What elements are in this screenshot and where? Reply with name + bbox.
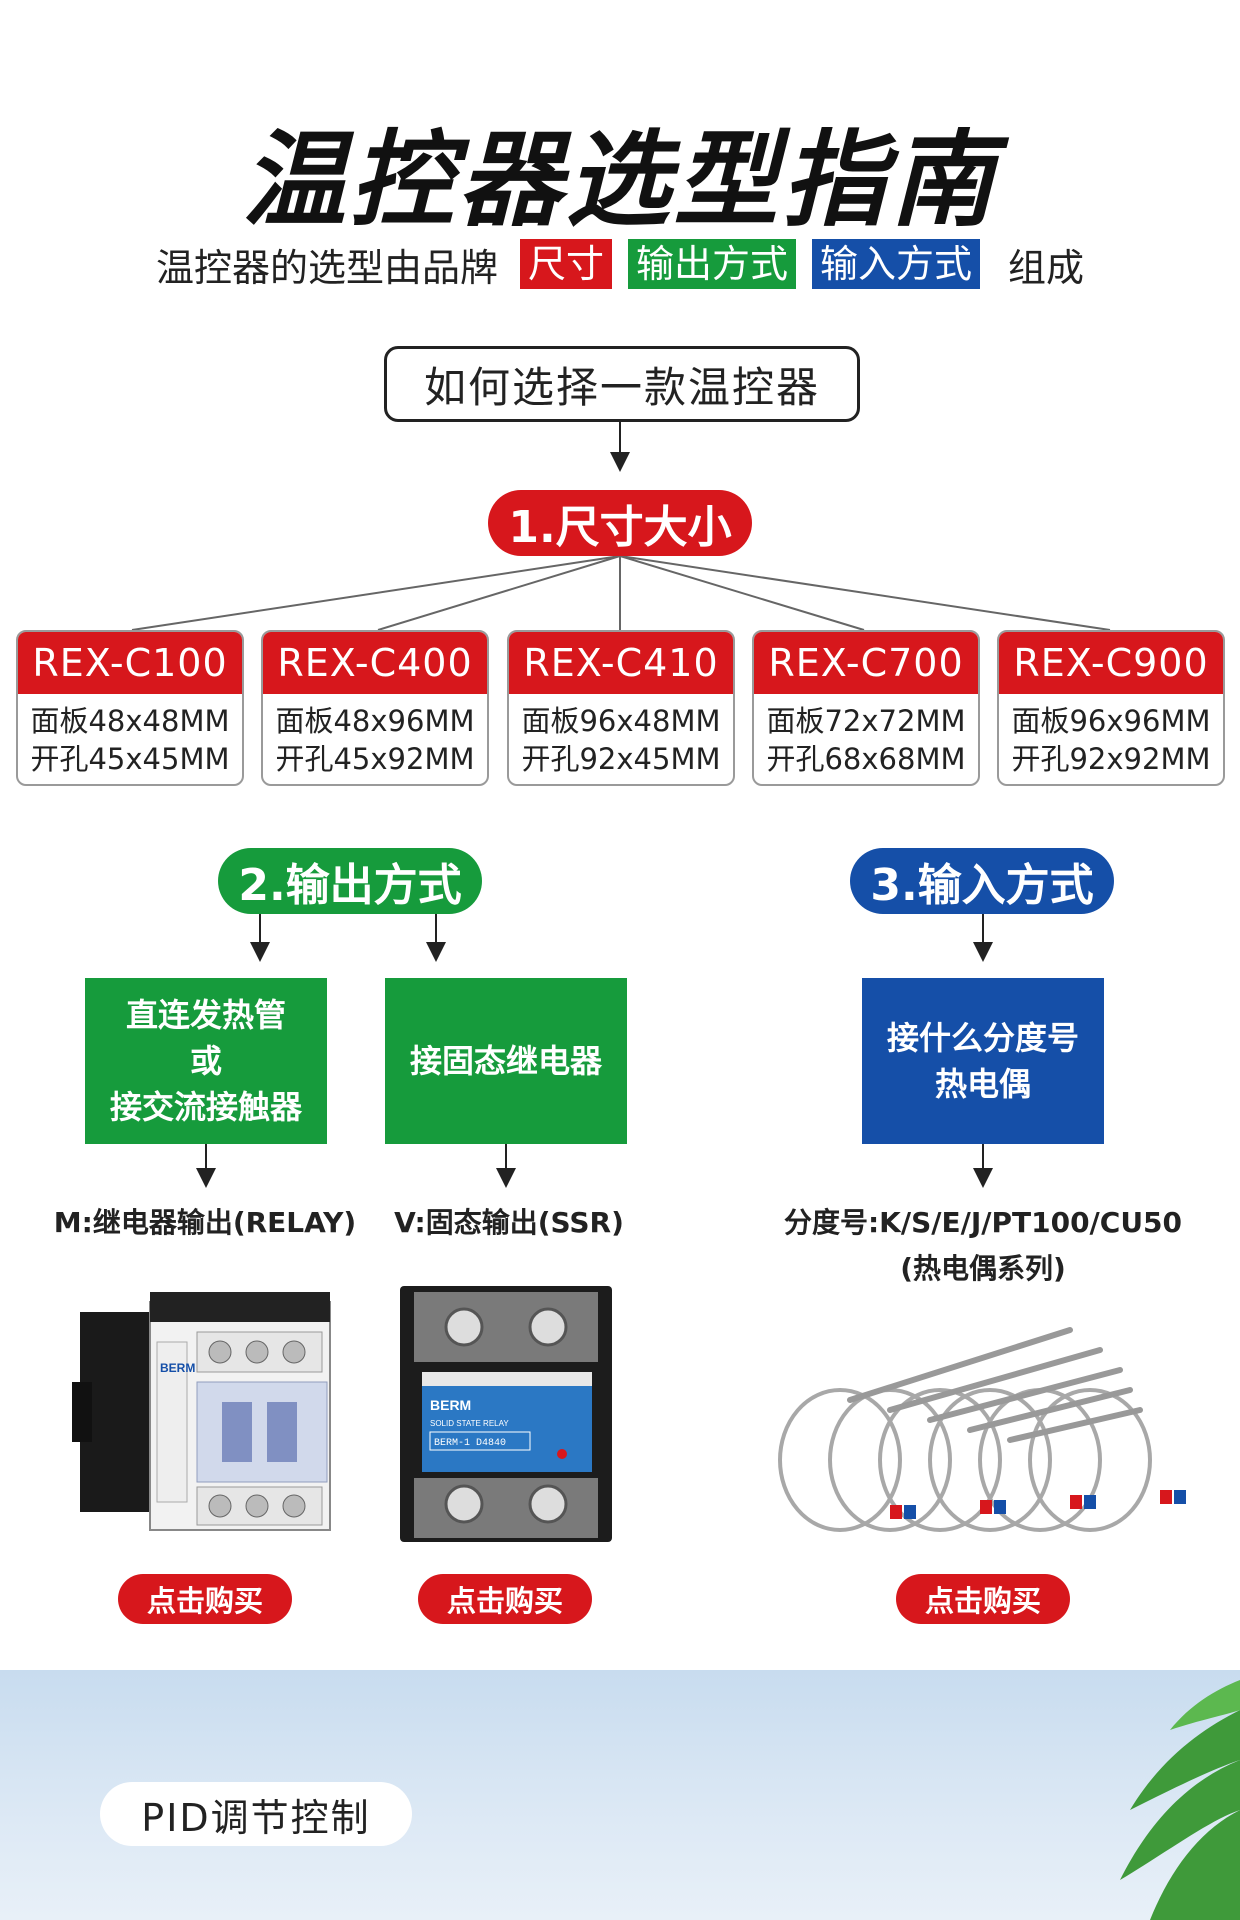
relay-output-label: M:继电器输出(RELAY) <box>53 1206 357 1239</box>
step1-size-pill: 1.尺寸大小 <box>488 490 752 556</box>
relay-box-line: 或 <box>189 1042 222 1080</box>
tag-input: 输入方式 <box>812 239 981 289</box>
relay-box-line: 接交流接触器 <box>109 1088 302 1126</box>
buy-button-relay[interactable]: 点击购买 <box>118 1574 292 1624</box>
tag-size: 尺寸 <box>519 239 612 289</box>
model-card-c410: REX-C410 面板96x48MM 开孔92x45MM <box>507 630 735 786</box>
ssr-type-text: SOLID STATE RELAY <box>430 1419 509 1428</box>
model-hole-size: 开孔68x68MM <box>766 742 966 776</box>
thermocouple-types-line1: 分度号:K/S/E/J/PT100/CU50 <box>783 1206 1183 1239</box>
model-hole-size: 开孔92x45MM <box>521 742 721 776</box>
palm-leaf-decoration <box>1120 1680 1240 1920</box>
contactor-brand: BERM <box>160 1361 195 1375</box>
model-hole-size: 开孔45x92MM <box>275 742 475 776</box>
thermocouple-box-line: 热电偶 <box>934 1065 1031 1103</box>
ssr-model-text: BERM-1 D4840 <box>434 1438 506 1449</box>
model-card-c400: REX-C400 面板48x96MM 开孔45x92MM <box>261 630 489 786</box>
how-to-choose-box: 如何选择一款温控器 <box>384 346 860 422</box>
model-card-c900: REX-C900 面板96x96MM 开孔92x92MM <box>997 630 1225 786</box>
thermocouple-types-label: 分度号:K/S/E/J/PT100/CU50 (热电偶系列) <box>770 1200 1196 1292</box>
contactor-image: BERM <box>72 1292 331 1531</box>
solid-state-relay-image: BERM SOLID STATE RELAY BERM-1 D4840 <box>400 1286 612 1542</box>
buy-button-ssr[interactable]: 点击购买 <box>418 1574 592 1624</box>
model-panel-size: 面板48x48MM <box>30 704 230 738</box>
ssr-brand: BERM <box>430 1397 471 1413</box>
step3-input-pill: 3.输入方式 <box>850 848 1114 914</box>
relay-box: 直连发热管 或 接交流接触器 <box>85 978 327 1144</box>
line-to-c100 <box>131 555 621 631</box>
relay-box-line: 直连发热管 <box>125 996 286 1034</box>
pid-control-pill: PID调节控制 <box>100 1782 412 1846</box>
tag-output: 输出方式 <box>627 239 796 289</box>
model-name: REX-C410 <box>509 632 733 694</box>
model-hole-size: 开孔45x45MM <box>30 742 230 776</box>
model-card-c700: REX-C700 面板72x72MM 开孔68x68MM <box>752 630 980 786</box>
ssr-output-label: V:固态输出(SSR) <box>394 1206 624 1239</box>
model-panel-size: 面板96x48MM <box>521 704 721 738</box>
pid-section: PID调节控制 <box>0 1670 1240 1920</box>
model-card-c100: REX-C100 面板48x48MM 开孔45x45MM <box>16 630 244 786</box>
ssr-box: 接固态继电器 <box>385 978 627 1144</box>
model-panel-size: 面板48x96MM <box>275 704 475 738</box>
model-name: REX-C400 <box>263 632 487 694</box>
thermocouple-box-line: 接什么分度号 <box>886 1019 1079 1057</box>
line-to-c400 <box>377 555 621 631</box>
thermocouple-image <box>778 1327 1186 1532</box>
model-name: REX-C900 <box>999 632 1223 694</box>
model-panel-size: 面板96x96MM <box>1011 704 1211 738</box>
model-panel-size: 面板72x72MM <box>766 704 966 738</box>
line-to-c700 <box>619 555 865 631</box>
thermocouple-types-line2: (热电偶系列) <box>900 1252 1066 1285</box>
step2-output-pill: 2.输出方式 <box>218 848 482 914</box>
buy-button-thermocouple[interactable]: 点击购买 <box>896 1574 1070 1624</box>
line-to-c900 <box>619 555 1111 631</box>
subtitle: 温控器的选型由品牌 尺寸 输出方式 输入方式 组成 <box>0 236 1240 292</box>
subtitle-prefix: 温控器的选型由品牌 <box>155 245 498 290</box>
model-name: REX-C100 <box>18 632 242 694</box>
model-name: REX-C700 <box>754 632 978 694</box>
subtitle-suffix: 组成 <box>1008 245 1085 290</box>
page-title: 温控器选型指南 <box>241 119 998 241</box>
model-hole-size: 开孔92x92MM <box>1011 742 1211 776</box>
thermocouple-box: 接什么分度号 热电偶 <box>862 978 1104 1144</box>
